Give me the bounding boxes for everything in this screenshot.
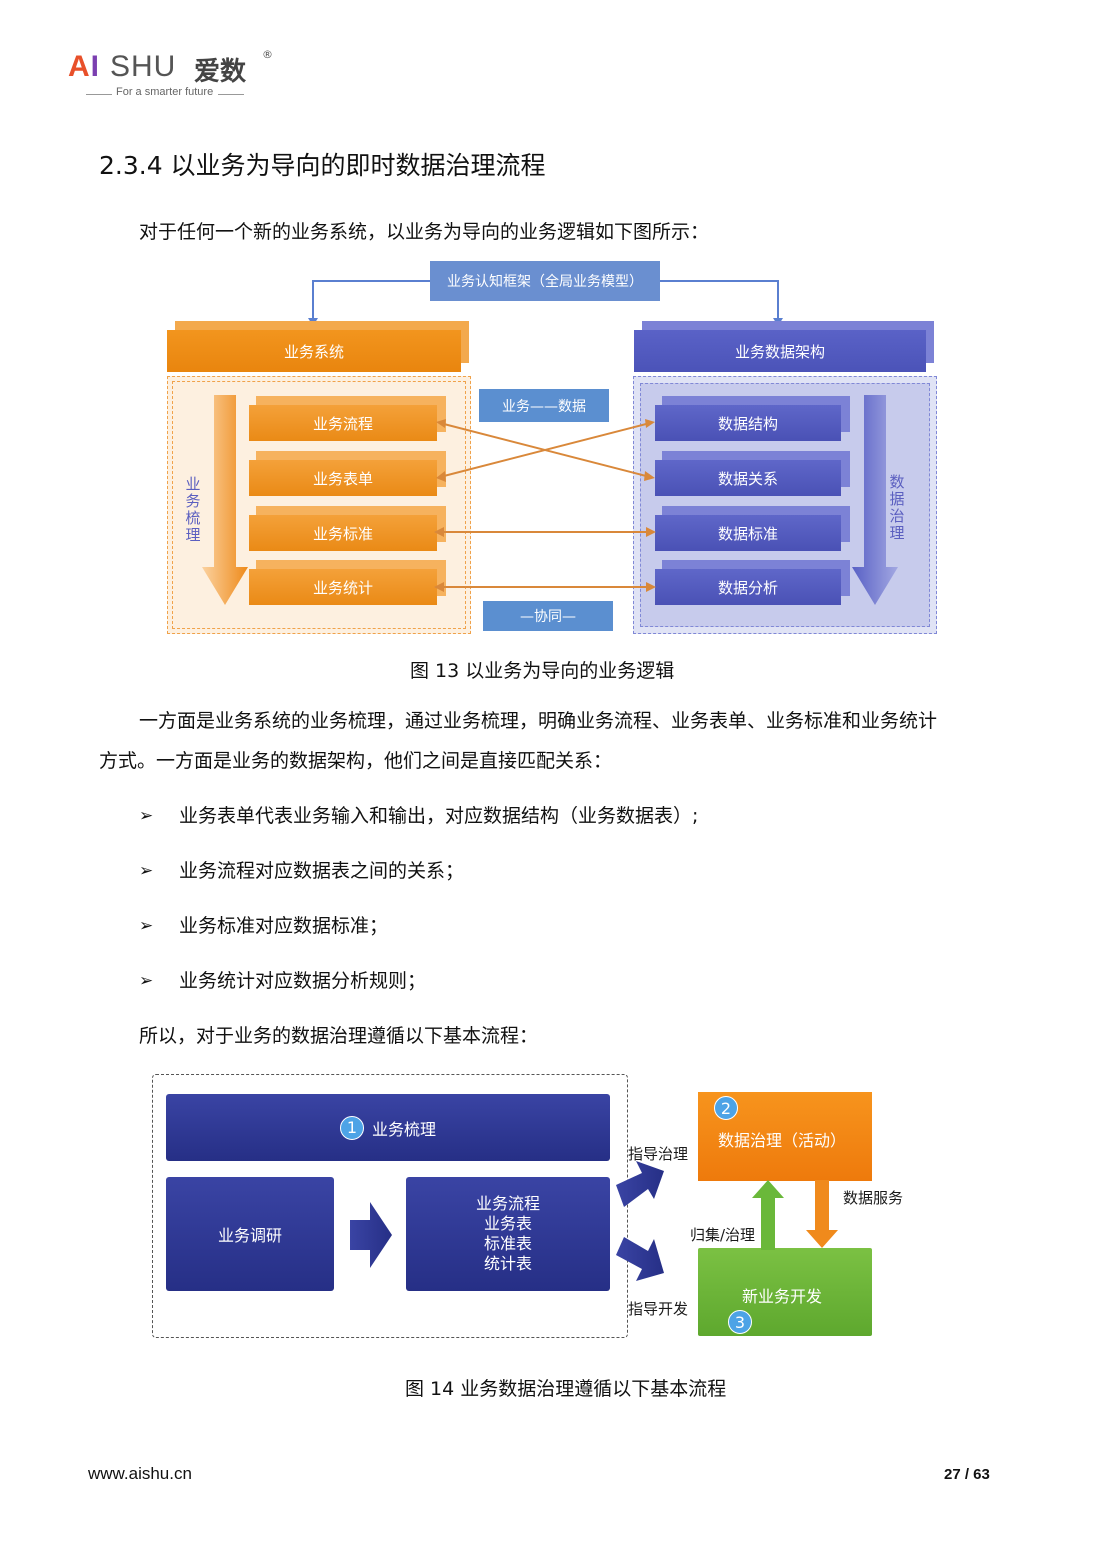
left-item-standard: 业务标准 — [249, 515, 437, 551]
guide-governance-label: 指导治理 — [628, 1145, 689, 1163]
item-shadow — [662, 560, 850, 596]
item-shadow — [256, 451, 446, 487]
paragraph-line-1: 一方面是业务系统的业务梳理，通过业务梳理，明确业务流程、业务表单、业务标准和业务… — [139, 710, 938, 732]
item-shadow — [662, 506, 850, 542]
logo-ai: AI — [68, 50, 101, 83]
step-2-badge: 2 — [714, 1096, 738, 1120]
business-research-box: 业务调研 — [166, 1177, 334, 1291]
tagline: For a smarter future — [116, 86, 214, 98]
right-item-analysis: 数据分析 — [655, 569, 841, 605]
logo-shu: SHU — [110, 50, 177, 83]
right-down-arrow — [852, 395, 898, 605]
bullet-arrow-icon: ➢ — [139, 861, 154, 881]
right-item-standard: 数据标准 — [655, 515, 841, 551]
left-header-shadow — [175, 321, 469, 363]
mapping-arrows — [434, 419, 656, 592]
framework-connector — [308, 280, 783, 326]
footer-url[interactable]: www.aishu.cn — [88, 1464, 192, 1483]
collect-governance-label: 归集/治理 — [690, 1226, 756, 1244]
section-heading: 2.3.4 以业务为导向的即时数据治理流程 — [99, 151, 546, 180]
guide-development-label: 指导开发 — [628, 1300, 689, 1318]
item-shadow — [256, 396, 446, 432]
service-down-arrow — [806, 1180, 838, 1248]
business-combing-box: 1 业务梳理 — [166, 1094, 610, 1161]
left-panel — [167, 376, 471, 634]
business-combing-vertical: 业务梳理 — [185, 475, 201, 544]
page-number: 27 / 63 — [944, 1466, 990, 1483]
figure-13-caption: 图 13 以业务为导向的业务逻辑 — [410, 660, 675, 682]
bullet-arrow-icon: ➢ — [139, 806, 154, 826]
figure-14-caption: 图 14 业务数据治理遵循以下基本流程 — [405, 1378, 727, 1400]
item-shadow — [256, 560, 446, 596]
item-shadow — [662, 396, 850, 432]
logo-registered: ® — [262, 48, 273, 61]
research-to-output-arrow — [350, 1202, 392, 1268]
item-shadow — [662, 451, 850, 487]
data-service-label: 数据服务 — [843, 1189, 904, 1207]
tagline-rule-left — [86, 94, 112, 95]
intro-paragraph: 对于任何一个新的业务系统，以业务为导向的业务逻辑如下图所示： — [139, 221, 710, 243]
item-shadow — [256, 506, 446, 542]
left-item-process: 业务流程 — [249, 405, 437, 441]
left-item-statistics: 业务统计 — [249, 569, 437, 605]
logo-cn: 爱数 — [194, 57, 247, 87]
bullet-item: 业务统计对应数据分析规则； — [179, 970, 427, 992]
right-item-structure: 数据结构 — [655, 405, 841, 441]
output-item: 业务表 — [483, 1214, 532, 1233]
business-data-architecture-header: 业务数据架构 — [634, 330, 926, 372]
business-combing-label: 业务梳理 — [371, 1119, 436, 1139]
guide-arrows — [616, 1161, 664, 1281]
data-governance-vertical: 数据治理 — [889, 473, 905, 542]
paragraph-line-2: 方式。一方面是业务的数据架构，他们之间是直接匹配关系： — [99, 750, 613, 772]
new-business-dev-label: 新业务开发 — [742, 1287, 823, 1306]
left-down-arrow — [202, 395, 248, 605]
output-item: 标准表 — [483, 1234, 532, 1253]
left-item-form: 业务表单 — [249, 460, 437, 496]
step-3-badge: 3 — [728, 1310, 752, 1334]
tagline-rule-right — [218, 94, 244, 95]
collect-up-arrow — [752, 1180, 784, 1250]
bullet-arrow-icon: ➢ — [139, 916, 154, 936]
business-system-header: 业务系统 — [167, 330, 461, 372]
right-panel — [633, 376, 937, 634]
business-framework-label: 业务认知框架（全局业务模型） — [430, 261, 660, 301]
output-item: 统计表 — [483, 1254, 532, 1273]
business-data-label: 业务——数据 — [479, 389, 609, 422]
data-governance-label: 数据治理（活动） — [718, 1131, 847, 1150]
bullet-arrow-icon: ➢ — [139, 971, 154, 991]
figure-14-dashed-frame — [152, 1074, 628, 1338]
bullet-item: 业务标准对应数据标准； — [179, 915, 389, 937]
business-outputs-box: 业务流程 业务表 标准表 统计表 — [406, 1177, 610, 1291]
collaboration-label: —协同— — [483, 601, 613, 631]
new-business-dev-box: 新业务开发 3 — [698, 1248, 872, 1336]
bullet-item: 业务表单代表业务输入和输出，对应数据结构（业务数据表）; — [179, 805, 699, 827]
bullet-item: 业务流程对应数据表之间的关系； — [179, 860, 465, 882]
output-item: 业务流程 — [475, 1194, 540, 1213]
data-governance-box: 2 数据治理（活动） — [698, 1092, 872, 1181]
right-header-shadow — [642, 321, 934, 363]
step-1-badge: 1 — [339, 1115, 364, 1140]
right-panel-inner — [640, 383, 930, 627]
left-panel-inner — [172, 381, 466, 629]
paragraph-flow-intro: 所以，对于业务的数据治理遵循以下基本流程： — [139, 1025, 539, 1047]
right-item-relation: 数据关系 — [655, 460, 841, 496]
figure-13: 业务认知框架（全局业务模型） 业务系统 业务梳理 业务流程 业务表单 业务标准 … — [0, 0, 1102, 700]
